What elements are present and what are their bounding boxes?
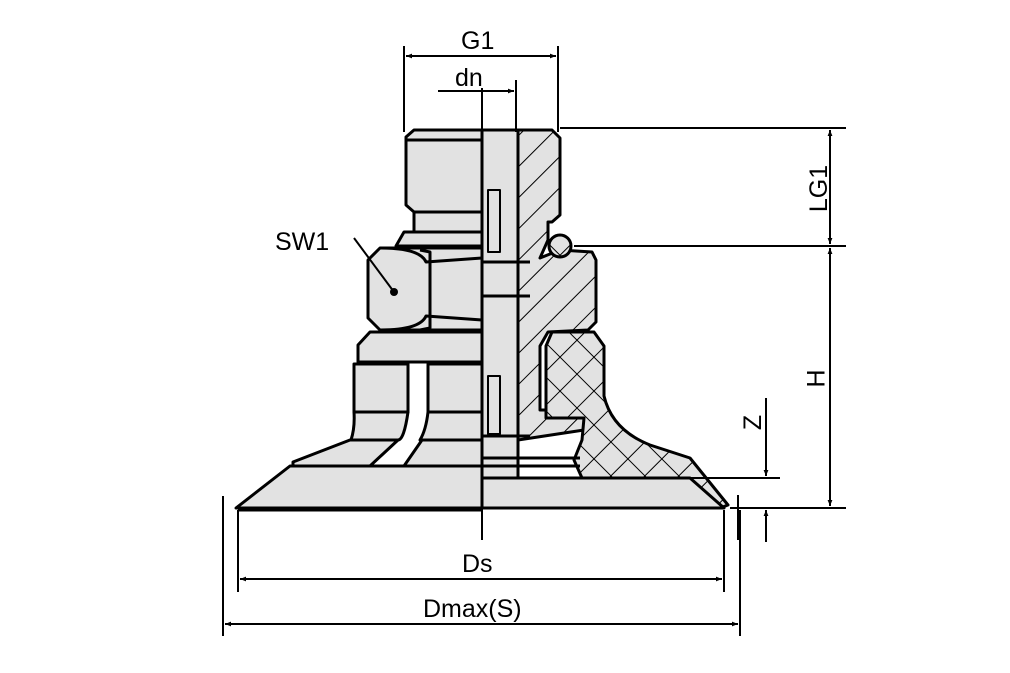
label-z: Z [739,414,768,431]
sw1-leader-line [353,237,395,293]
label-sw1: SW1 [275,228,330,256]
label-h: H [802,369,831,388]
exterior-view [234,128,484,512]
label-dmax: Dmax(S) [423,595,522,623]
label-g1: G1 [461,27,495,55]
label-lg1: LG1 [805,164,834,213]
dimension-lines [222,46,846,636]
label-dn: dn [455,64,483,92]
section-view [480,128,730,510]
label-ds: Ds [462,550,493,578]
